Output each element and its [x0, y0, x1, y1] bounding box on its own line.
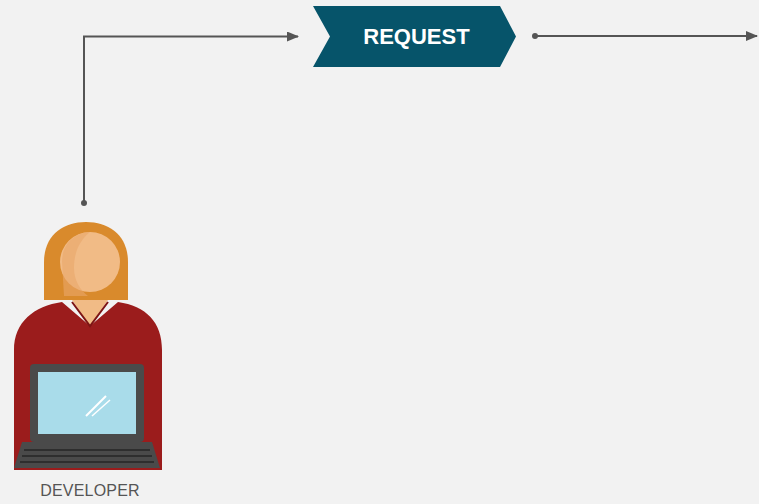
connector-arrow [84, 37, 298, 204]
developer-figure [14, 222, 162, 470]
connector-dot [81, 200, 87, 206]
output-arrow [535, 35, 757, 37]
developer-actor: DEVELOPER [8, 205, 172, 502]
step-label: REQUEST [363, 24, 469, 50]
request-chevron: REQUEST [313, 6, 516, 67]
actor-label: DEVELOPER [8, 482, 172, 500]
